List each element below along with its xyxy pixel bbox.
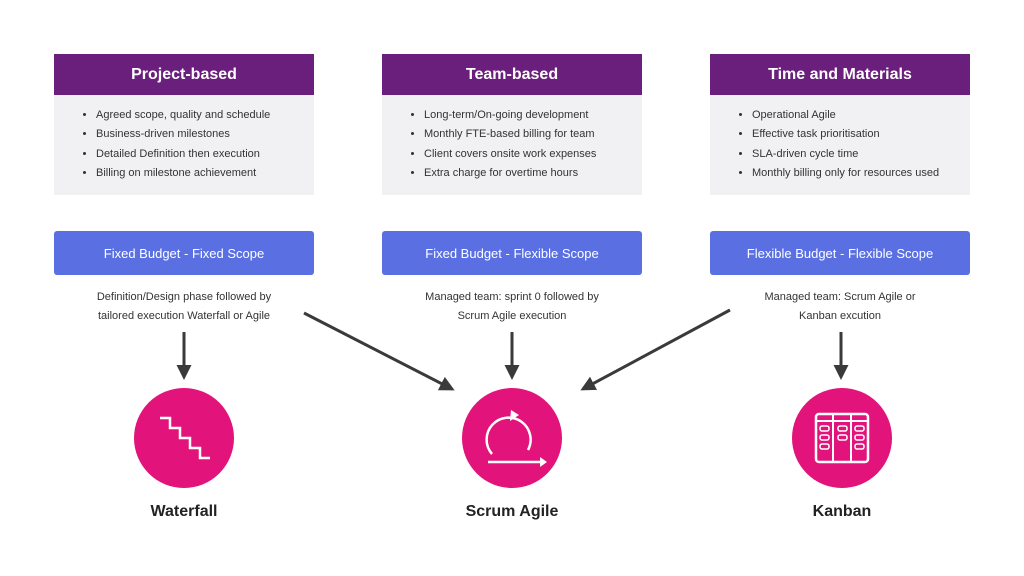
budget-badge: Fixed Budget - Flexible Scope	[382, 231, 642, 275]
budget-badge: Flexible Budget - Flexible Scope	[710, 231, 970, 275]
description: Managed team: sprint 0 followed by Scrum…	[372, 288, 652, 326]
method-label-scrum-agile: Scrum Agile	[465, 503, 559, 520]
description: Definition/Design phase followed by tail…	[44, 288, 324, 326]
list-item: Effective task prioritisation	[752, 125, 960, 144]
list-item: Client covers onsite work expenses	[424, 145, 632, 164]
waterfall-circle	[134, 388, 234, 488]
list-item: Operational Agile	[752, 106, 960, 125]
description-line: Definition/Design phase followed by	[96, 291, 272, 303]
cycle-icon	[485, 410, 547, 467]
description-line: Managed team: Scrum Agile or	[764, 291, 916, 303]
arrow-diagonal-from-kanban-desc	[580, 308, 731, 391]
card-title: Time and Materials	[710, 54, 970, 95]
list-item: Billing on milestone achievement	[96, 164, 304, 183]
description-line: Kanban excution	[799, 310, 881, 322]
method-label-kanban: Kanban	[812, 503, 872, 520]
description: Managed team: Scrum Agile or Kanban excu…	[700, 288, 980, 326]
card-body: Operational Agile Effective task priorit…	[710, 95, 970, 195]
card-body: Agreed scope, quality and schedule Busin…	[54, 95, 314, 195]
card-title: Project-based	[54, 54, 314, 95]
arrow-diagonal-to-scrum	[303, 311, 455, 391]
list-item: Agreed scope, quality and schedule	[96, 106, 304, 125]
budget-badge: Fixed Budget - Fixed Scope	[54, 231, 314, 275]
card-body: Long-term/On-going development Monthly F…	[382, 95, 642, 195]
kanban-circle	[792, 388, 892, 488]
description-line: Scrum Agile execution	[457, 310, 567, 322]
list-item: SLA-driven cycle time	[752, 145, 960, 164]
bullet-list: Operational Agile Effective task priorit…	[734, 106, 960, 183]
list-item: Business-driven milestones	[96, 125, 304, 144]
column-time-and-materials: Time and Materials Operational Agile Eff…	[710, 54, 970, 322]
column-team-based: Team-based Long-term/On-going developmen…	[382, 54, 642, 322]
method-label-waterfall: Waterfall	[150, 503, 218, 520]
card-title: Team-based	[382, 54, 642, 95]
scrum-agile-circle	[462, 388, 562, 488]
bullet-list: Agreed scope, quality and schedule Busin…	[78, 106, 304, 183]
list-item: Monthly billing only for resources used	[752, 164, 960, 183]
bullet-list: Long-term/On-going development Monthly F…	[406, 106, 632, 183]
list-item: Detailed Definition then execution	[96, 145, 304, 164]
description-line: tailored execution Waterfall or Agile	[97, 310, 270, 322]
list-item: Monthly FTE-based billing for team	[424, 125, 632, 144]
kanban-board-icon	[814, 412, 870, 464]
stairs-icon	[160, 416, 210, 460]
list-item: Long-term/On-going development	[424, 106, 632, 125]
description-line: Managed team: sprint 0 followed by	[425, 291, 599, 303]
list-item: Extra charge for overtime hours	[424, 164, 632, 183]
column-project-based: Project-based Agreed scope, quality and …	[54, 54, 314, 322]
